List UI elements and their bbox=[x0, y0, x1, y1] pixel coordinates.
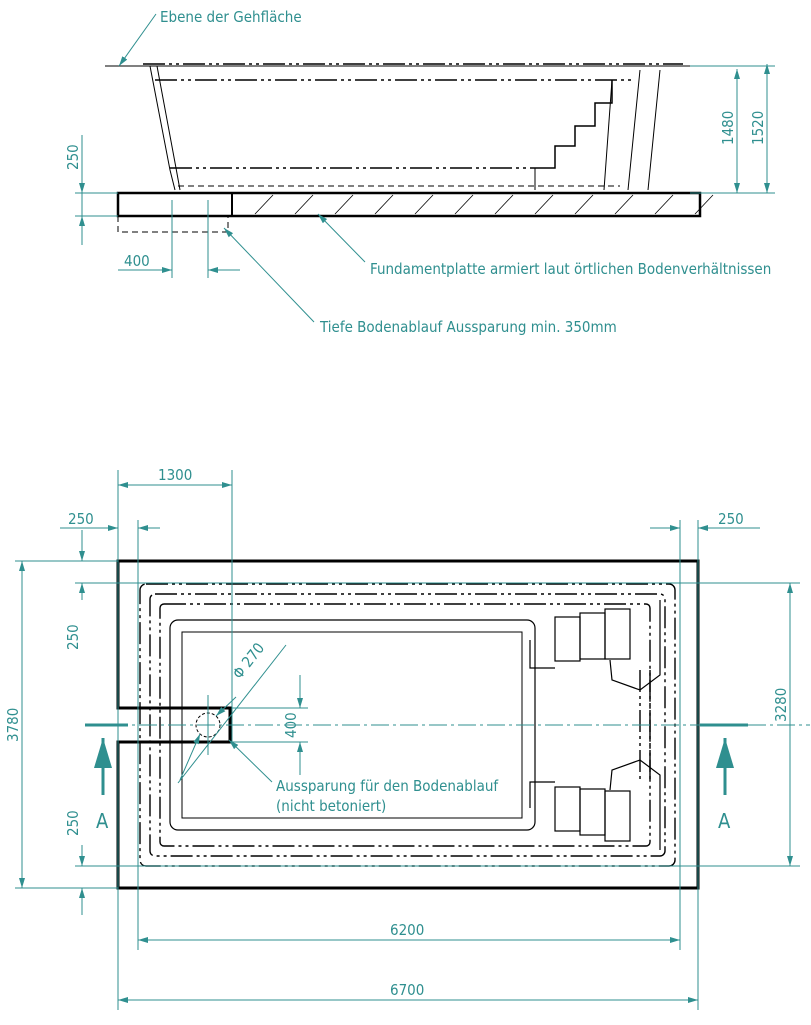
dim-margin-top: 250 bbox=[64, 530, 85, 650]
dim-drain-offset: 1300 bbox=[118, 466, 232, 488]
dim-label: 1480 bbox=[719, 111, 737, 145]
section-label: A bbox=[96, 809, 109, 833]
hatch-line bbox=[534, 194, 554, 215]
dim-label: 3280 bbox=[772, 688, 790, 722]
section-marker-left: A bbox=[85, 723, 128, 833]
dim-label: 3780 bbox=[4, 708, 22, 742]
dim-drain-width: 400 bbox=[118, 200, 240, 278]
dim-label: 400 bbox=[282, 712, 300, 738]
hatch-line bbox=[614, 194, 634, 215]
dim-recess-width: 400 bbox=[282, 675, 303, 775]
drain-recess-note: (nicht betoniert) bbox=[276, 797, 386, 815]
hatch-line bbox=[454, 194, 474, 215]
foundation-slab-section bbox=[116, 191, 714, 233]
dim-total-width: 3780 bbox=[4, 561, 25, 888]
dim-label: 400 bbox=[124, 252, 150, 270]
dim-margin-bottom: 250 bbox=[64, 810, 85, 915]
dim-label: 250 bbox=[64, 810, 82, 836]
steps-bottom bbox=[529, 759, 661, 850]
dim-label: 1300 bbox=[158, 466, 192, 484]
walking-level-label: Ebene der Gehfläche bbox=[160, 8, 302, 26]
hatch-line bbox=[694, 194, 714, 215]
hatch-line bbox=[414, 194, 434, 215]
dim-label: 250 bbox=[718, 510, 744, 528]
dim-label: 6700 bbox=[390, 981, 424, 999]
hatch-line bbox=[334, 194, 354, 215]
drain-depth-label: Tiefe Bodenablauf Aussparung min. 350mm bbox=[319, 318, 617, 336]
pool-shell-section bbox=[143, 63, 683, 191]
dim-margin-right: 250 bbox=[650, 510, 760, 531]
dim-pool-width: 3280 bbox=[772, 583, 793, 866]
dim-pool-depth: 1480 1520 bbox=[690, 64, 775, 194]
drain-recess-label: Aussparung für den Bodenablauf bbox=[276, 777, 499, 795]
steps-top bbox=[529, 600, 661, 691]
dim-label: 250 bbox=[64, 624, 82, 650]
hatch-line bbox=[374, 194, 394, 215]
plan-view: A A 1300 250 250 bbox=[4, 466, 810, 1010]
dim-label: 6200 bbox=[390, 921, 424, 939]
hatch-line bbox=[494, 194, 514, 215]
dim-pool-length: 6200 bbox=[138, 921, 680, 943]
hatch-line bbox=[574, 194, 594, 215]
dim-label: 250 bbox=[68, 510, 94, 528]
section-view: 250 400 1480 1520 Ebene der Gehfläche Fu… bbox=[64, 8, 775, 336]
dim-label: 1520 bbox=[749, 111, 767, 145]
hatch-line bbox=[654, 194, 674, 215]
section-marker-right: A bbox=[700, 723, 748, 833]
hatch-line bbox=[254, 194, 274, 215]
hatch-line bbox=[294, 194, 314, 215]
slab-label: Fundamentplatte armiert laut örtlichen B… bbox=[370, 260, 771, 278]
dim-slab-thickness: 250 bbox=[64, 135, 118, 245]
dim-total-length: 6700 bbox=[118, 981, 698, 1003]
section-label: A bbox=[718, 809, 731, 833]
dim-margin-left: 250 bbox=[60, 510, 160, 531]
dim-label: 250 bbox=[64, 144, 82, 170]
